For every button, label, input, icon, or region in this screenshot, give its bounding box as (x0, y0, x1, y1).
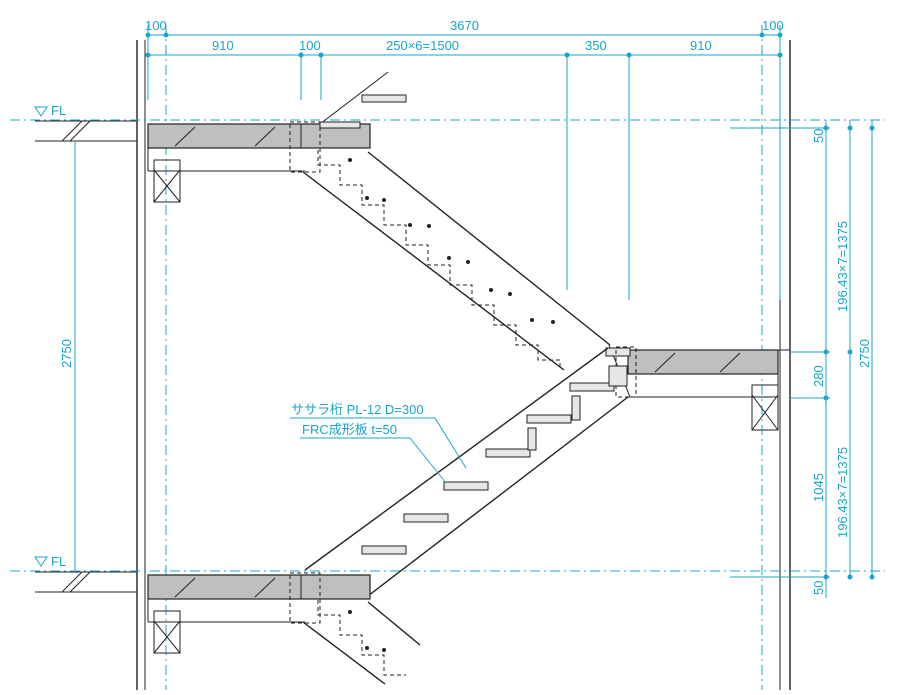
annotation-tread-panel: FRC成形板 t=50 (302, 422, 397, 437)
dim-top-right-offset: 100 (762, 18, 784, 33)
dim-right-lower-risers: 196.43×7=1375 (835, 447, 850, 538)
top-dimensions: 100 3670 100 910 100 250×6=1500 350 910 (145, 18, 784, 300)
dim-right-1045: 1045 (811, 473, 826, 502)
dim-top-total: 3670 (450, 18, 479, 33)
left-height-dimension: 2750 (59, 142, 76, 570)
mid-landing (605, 346, 790, 431)
upper-landing (147, 121, 371, 203)
dim-right-outer-height: 2750 (857, 339, 872, 368)
dim-row2-0: 910 (212, 38, 234, 53)
lower-fl-marker-icon (34, 556, 48, 567)
dim-row2-2: 250×6=1500 (386, 38, 459, 53)
descending-flight (302, 150, 631, 398)
annotations: ササラ桁 PL-12 D=300 FRC成形板 t=50 (290, 402, 467, 484)
dim-row2-1: 100 (299, 38, 321, 53)
floor-stubs-left (35, 120, 137, 593)
dim-right-landing-280: 280 (811, 365, 826, 387)
lower-fl-label: FL (51, 554, 66, 569)
lower-flight-stub (302, 600, 421, 685)
dim-top-left-offset: 100 (145, 18, 167, 33)
dim-row2-4: 910 (690, 38, 712, 53)
ascending-flight (304, 347, 629, 597)
dim-right-bottom-50: 50 (811, 581, 826, 595)
dim-row2-3: 350 (585, 38, 607, 53)
dim-right-upper-risers: 196.43×7=1375 (835, 221, 850, 312)
dim-right-top-50: 50 (811, 129, 826, 143)
annotation-stringer: ササラ桁 PL-12 D=300 (291, 402, 424, 417)
lower-landing (147, 572, 371, 654)
dim-left-height: 2750 (59, 339, 74, 368)
floor-levels: FL FL (10, 103, 885, 572)
right-dimensions: 50 196.43×7=1375 2750 280 1045 196.43×7=… (730, 120, 875, 598)
upper-flight-stub (319, 71, 407, 129)
upper-fl-marker-icon (34, 106, 48, 117)
upper-fl-label: FL (51, 103, 66, 118)
